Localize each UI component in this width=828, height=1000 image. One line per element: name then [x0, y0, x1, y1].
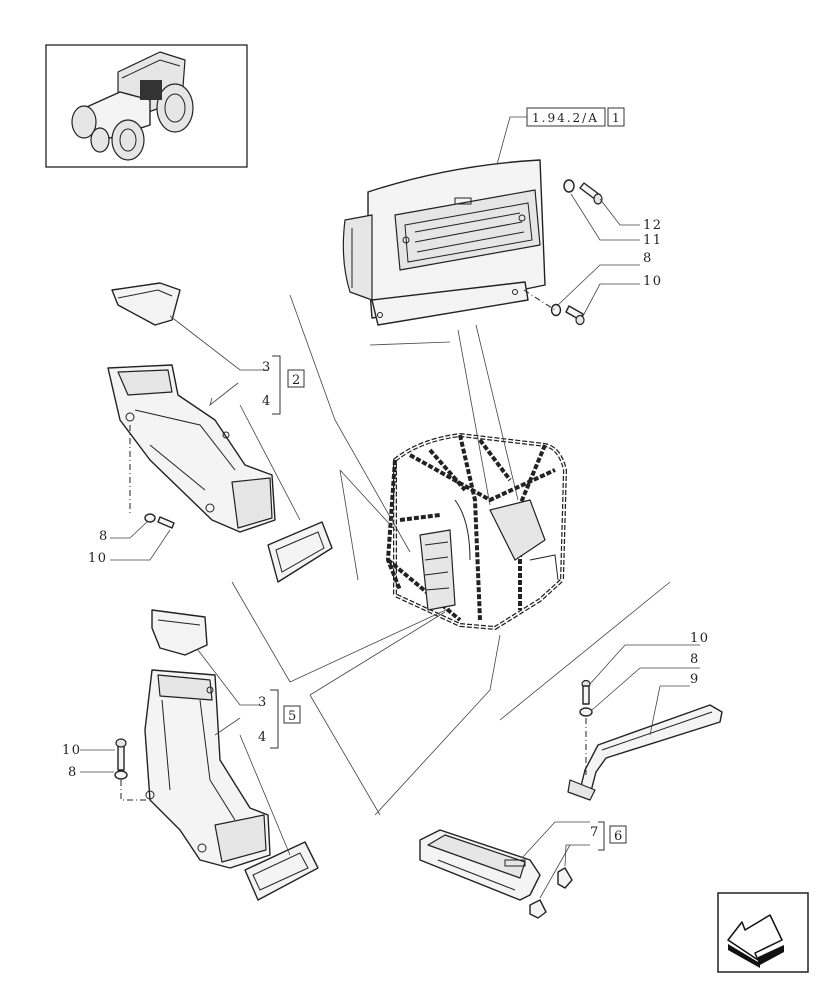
cab-frame	[386, 433, 567, 630]
callout-8-right[interactable]: 8	[690, 652, 700, 667]
callout-3-upper[interactable]: 3	[262, 360, 272, 375]
callout-8-top[interactable]: 8	[643, 251, 653, 266]
bolt-10-right-icon	[579, 679, 593, 717]
bolt-12-icon	[563, 179, 603, 205]
bracket-9	[567, 704, 723, 801]
callout-10-top[interactable]: 10	[643, 274, 663, 289]
bolt-10-left-upper-icon	[144, 513, 175, 529]
bolt-10-top-icon	[550, 303, 585, 326]
previous-page-arrow-icon[interactable]	[717, 892, 809, 973]
duct-cover-3-upper	[111, 282, 181, 326]
callout-11[interactable]: 11	[643, 233, 663, 248]
reference-index-text: 1	[612, 111, 622, 125]
clip-7	[529, 867, 573, 919]
air-duct-lower	[144, 669, 271, 869]
callout-10-left-lower[interactable]: 10	[62, 743, 82, 758]
bolt-10-left-lower-icon	[114, 738, 128, 780]
group-label-5[interactable]: 5	[288, 709, 298, 724]
duct-gasket-4-lower	[244, 841, 319, 901]
callout-7[interactable]: 7	[590, 825, 600, 840]
reference-tag[interactable]: 1.94.2/A 1	[526, 107, 625, 127]
tractor-thumbnail-icon[interactable]	[45, 44, 248, 168]
callout-8-left-lower[interactable]: 8	[68, 765, 78, 780]
group-label-6[interactable]: 6	[614, 829, 624, 844]
reference-tag-text: 1.94.2/A	[532, 111, 599, 125]
floor-duct-6	[419, 829, 541, 901]
cab-roof-panel	[342, 159, 546, 326]
callout-8-left-upper[interactable]: 8	[99, 529, 109, 544]
callout-10-right[interactable]: 10	[690, 631, 710, 646]
callout-4-upper[interactable]: 4	[262, 394, 272, 409]
group-label-2[interactable]: 2	[292, 373, 302, 388]
callout-9[interactable]: 9	[690, 672, 700, 687]
duct-cover-3-lower	[151, 609, 208, 656]
callout-10-left-upper[interactable]: 10	[88, 551, 108, 566]
callout-4-lower[interactable]: 4	[258, 730, 268, 745]
air-duct-upper	[107, 364, 276, 533]
duct-gasket-4-upper	[267, 521, 333, 583]
callout-12[interactable]: 12	[643, 218, 663, 233]
callout-3-lower[interactable]: 3	[258, 695, 268, 710]
